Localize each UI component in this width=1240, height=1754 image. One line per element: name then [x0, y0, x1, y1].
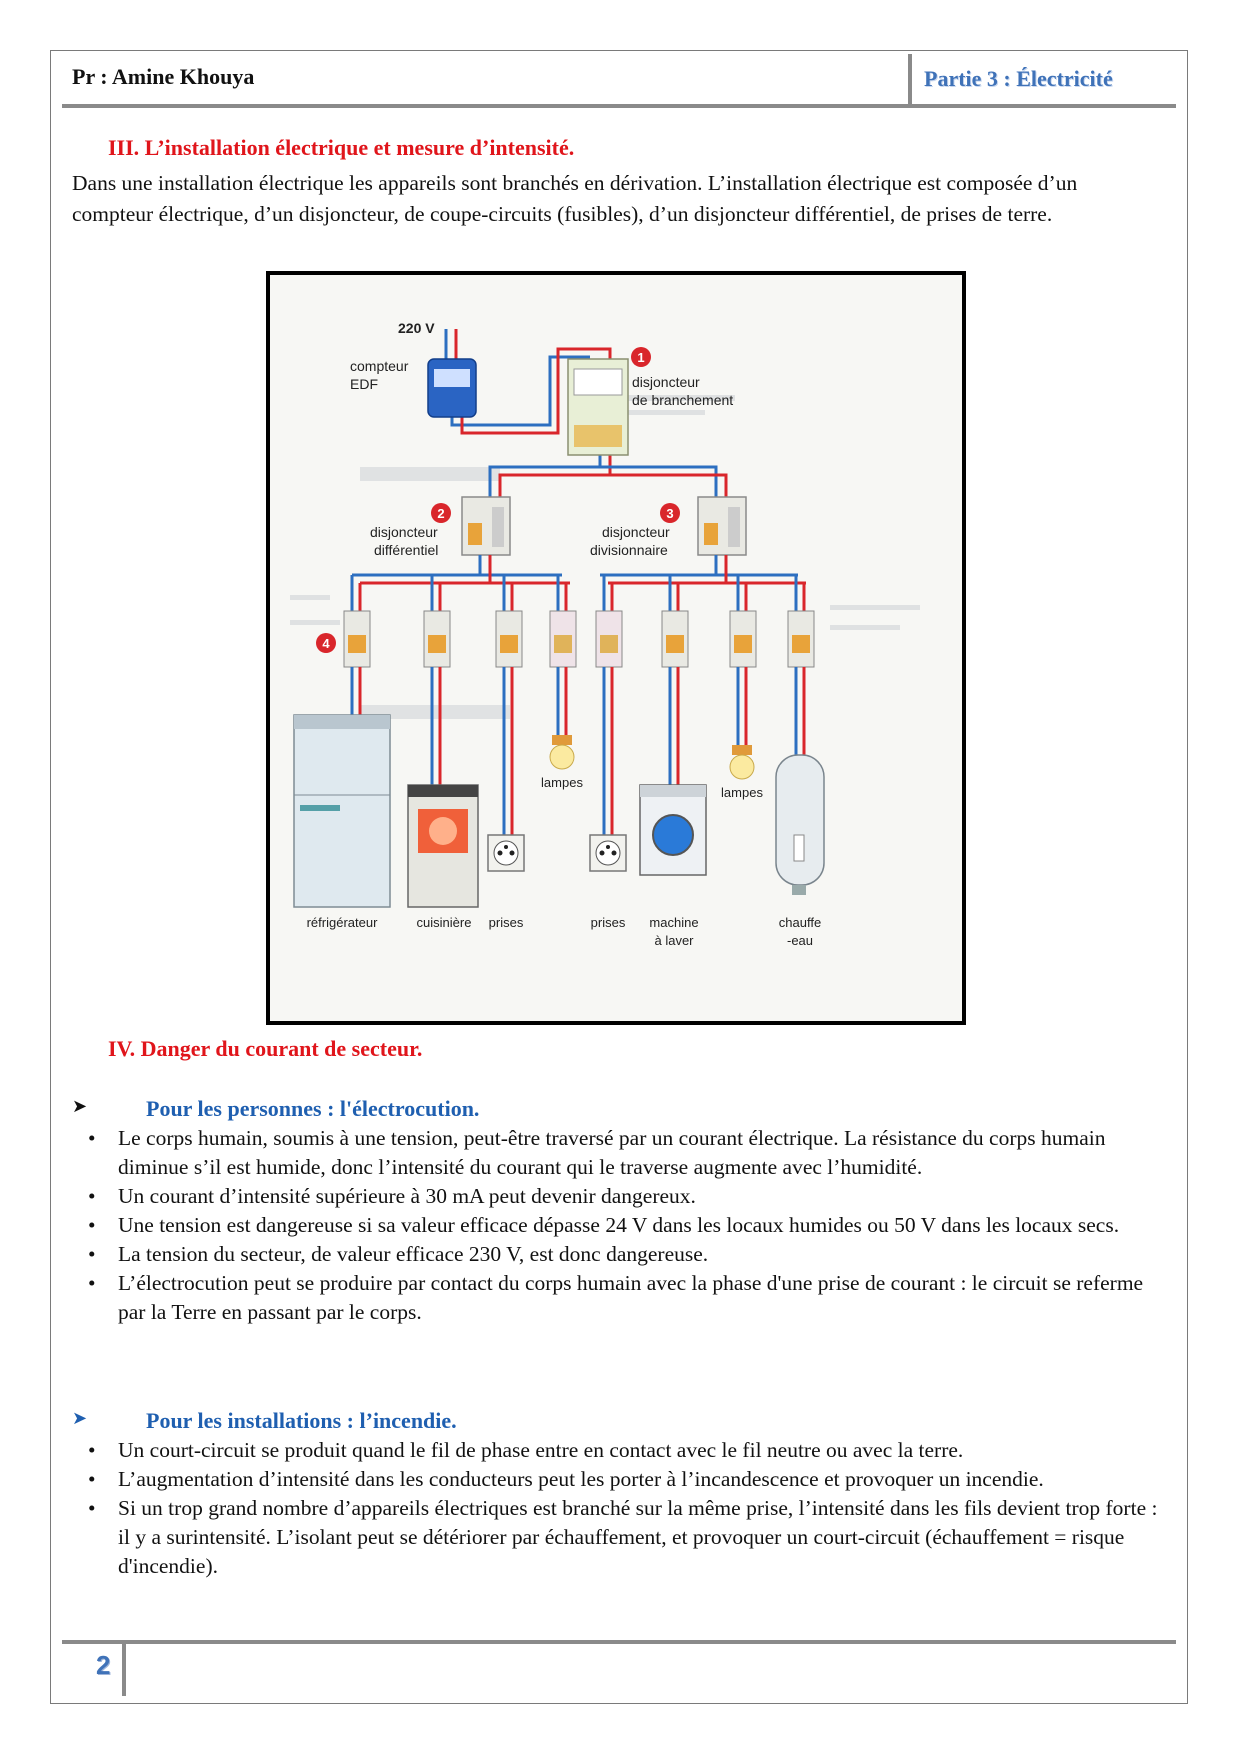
outlet-left: prises [487, 834, 525, 930]
installation-diagram-svg: 1 disjoncteur de branchement 220 V compt… [270, 275, 962, 1021]
bullet-dot-icon: • [88, 1271, 96, 1295]
list-item: •Un court-circuit se produit quand le fi… [72, 1436, 1162, 1465]
cooker: cuisinière [407, 784, 479, 930]
label-lamps-right: lampes [721, 785, 763, 800]
subsection-installations-title: Pour les installations : l’incendie. [146, 1408, 457, 1433]
badge-4: 4 [322, 636, 330, 651]
badge-2: 2 [437, 506, 444, 521]
differential-breaker: 2 disjoncteur différentiel [370, 496, 511, 558]
persons-bullet-list: •Le corps humain, soumis à une tension, … [72, 1124, 1162, 1327]
arrow-bullet-icon: ➤ [72, 1408, 88, 1428]
water-heater: chauffe -eau [775, 754, 825, 948]
section-4-title: IV. Danger du courant de secteur. [108, 1036, 423, 1061]
bullet-dot-icon: • [88, 1242, 96, 1266]
arrow-bullet-icon: ➤ [72, 1096, 88, 1116]
label-meter-2: EDF [350, 376, 378, 392]
label-voltage: 220 V [398, 320, 435, 336]
installation-diagram: 1 disjoncteur de branchement 220 V compt… [266, 271, 966, 1025]
lamp-right: lampes [721, 745, 763, 800]
bullet-dot-icon: • [88, 1213, 96, 1237]
outlet-right: prises [589, 834, 627, 930]
washing-machine: machine à laver [639, 784, 707, 948]
page-frame [50, 50, 1188, 1704]
header-author: Pr : Amine Khouya [72, 64, 255, 89]
bullet-dot-icon: • [88, 1438, 96, 1462]
label-meter-1: compteur [350, 358, 409, 374]
label-outlets-right: prises [591, 915, 626, 930]
divisional-breaker: 3 disjoncteur divisionnaire [590, 496, 747, 558]
page-header: Pr : Amine Khouya Partie 3 : Électricité [62, 54, 1176, 106]
fuse-row: 4 [316, 575, 815, 668]
bullet-dot-icon: • [88, 1126, 96, 1150]
section-3-paragraph: Dans une installation électrique les app… [72, 171, 1078, 226]
label-div-breaker-1: disjoncteur [602, 524, 670, 540]
list-item: •Un courant d’intensité supérieure à 30 … [72, 1182, 1162, 1211]
list-item: •Si un trop grand nombre d’appareils éle… [88, 1496, 1158, 1578]
lamp-left: lampes [541, 735, 583, 790]
badge-3: 3 [666, 506, 673, 521]
footer-separator [122, 1640, 126, 1696]
bullet-dot-icon: • [88, 1184, 96, 1208]
label-fridge: réfrigérateur [307, 915, 378, 930]
header-separator [908, 54, 912, 106]
badge-1: 1 [637, 350, 644, 365]
label-diff-breaker-1: disjoncteur [370, 524, 438, 540]
bullet-dot-icon: • [88, 1496, 96, 1520]
label-lamps-left: lampes [541, 775, 583, 790]
label-main-breaker-1: disjoncteur [632, 374, 700, 390]
fridge: réfrigérateur [293, 714, 391, 930]
list-item: •La tension du secteur, de valeur effica… [72, 1240, 1162, 1269]
list-item: •L’augmentation d’intensité dans les con… [72, 1465, 1162, 1494]
label-div-breaker-2: divisionnaire [590, 542, 668, 558]
list-item: •L’électrocution peut se produire par co… [88, 1271, 1144, 1324]
label-washer-1: machine [649, 915, 698, 930]
electricity-meter: 220 V compteur EDF [350, 320, 477, 418]
label-diff-breaker-2: différentiel [374, 542, 438, 558]
label-cooker: cuisinière [417, 915, 472, 930]
label-outlets-left: prises [489, 915, 524, 930]
footer-rule [62, 1640, 1176, 1644]
label-washer-2: à laver [654, 933, 694, 948]
section-3-title: III. L’installation électrique et mesure… [108, 135, 575, 160]
subsection-persons-title: Pour les personnes : l'électrocution. [146, 1096, 480, 1121]
list-item: •Le corps humain, soumis à une tension, … [88, 1126, 1106, 1179]
label-heater-2: -eau [787, 933, 813, 948]
label-heater-1: chauffe [779, 915, 821, 930]
label-main-breaker-2: de branchement [632, 392, 733, 408]
header-part: Partie 3 : Électricité [924, 66, 1113, 91]
bullet-dot-icon: • [88, 1467, 96, 1491]
main-breaker: 1 disjoncteur de branchement [567, 347, 733, 456]
installations-bullet-list: •Un court-circuit se produit quand le fi… [72, 1436, 1162, 1581]
header-rule [62, 104, 1176, 108]
page-number: 2 [96, 1650, 111, 1680]
list-item: •Une tension est dangereuse si sa valeur… [72, 1211, 1162, 1240]
